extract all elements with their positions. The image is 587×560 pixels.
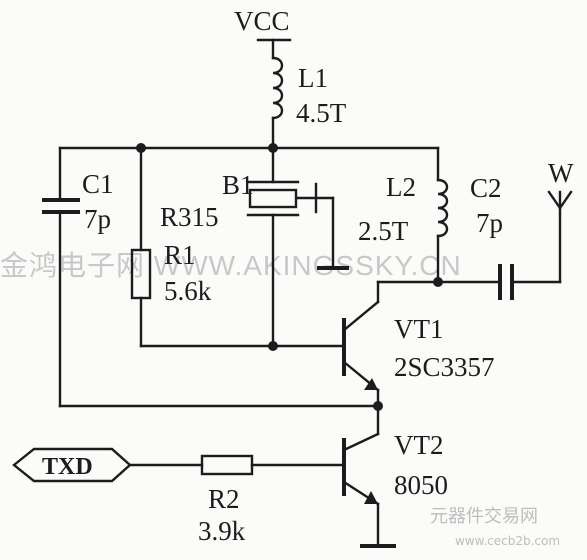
r1-name: R1 [164,240,196,270]
vt1-collector [342,300,380,332]
b1-value: R315 [160,202,219,232]
inductor-l2 [436,178,449,238]
vt1-emitter-arrow [364,378,378,390]
l2-value: 2.5T [358,216,409,246]
inductor-l1 [271,56,284,120]
vt2-value: 8050 [394,470,448,500]
resonator-b1 [248,188,298,209]
r2-value: 3.9k [198,516,246,546]
junction [373,401,383,411]
c1-value: 7p [84,204,111,234]
c1-name: C1 [82,169,114,199]
c2-name: C2 [470,173,502,203]
txd-port-icon [12,447,132,483]
l2-name: L2 [386,172,416,202]
r2-name: R2 [208,484,240,514]
b1-name: B1 [222,170,254,200]
antenna-label: W [548,158,574,188]
l1-value: 4.5T [296,98,347,128]
vcc-label: VCC [234,6,290,36]
watermark-corner-top: 元器件交易网 [430,506,538,527]
junction [433,277,443,287]
vt2-collector [342,432,380,452]
r1-value: 5.6k [164,276,212,306]
vt2-emitter-arrow [364,491,378,504]
watermark-corner-bottom: www.cecb2b.com [455,534,560,548]
vt1-name: VT1 [394,314,444,344]
vt2-name: VT2 [394,430,444,460]
txd-label: TXD [42,454,93,480]
l1-name: L1 [298,63,328,93]
vt1-value: 2SC3357 [394,352,495,382]
c2-value: 7p [476,208,503,238]
resistor-r2 [200,454,254,476]
watermark-text: 金鸿电子网 WWW.AKINGSSKY.CN [0,250,462,281]
